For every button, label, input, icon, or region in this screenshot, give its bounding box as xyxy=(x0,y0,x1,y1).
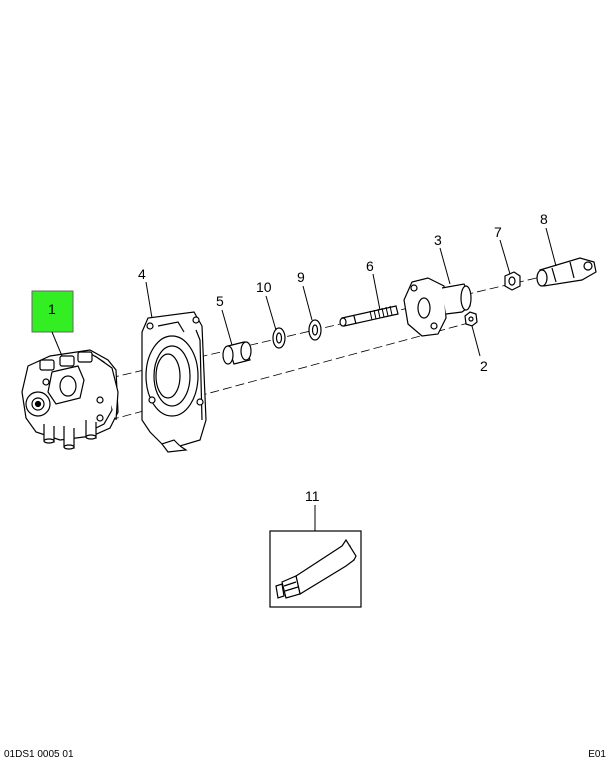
callout-label-10: 10 xyxy=(256,279,272,295)
callout-label-7: 7 xyxy=(494,224,502,240)
part-7-nut[interactable] xyxy=(504,271,521,291)
callout-label-9: 9 xyxy=(297,269,305,285)
part-8-clevis[interactable] xyxy=(536,257,597,287)
part-3-bracket[interactable] xyxy=(403,277,472,337)
leader-lines xyxy=(51,227,557,531)
callout-label-6: 6 xyxy=(366,258,374,274)
part-9-washer[interactable] xyxy=(308,319,322,341)
part-2-nut[interactable] xyxy=(464,311,478,327)
callout-label-11: 11 xyxy=(305,488,320,504)
part-6-shaft[interactable] xyxy=(339,305,399,327)
footer-right-code: E01 xyxy=(588,749,606,760)
callout-label-2: 2 xyxy=(480,358,488,374)
callout-label-1: 1 xyxy=(48,301,56,317)
footer-left-code: 01DS1 0005 01 xyxy=(4,749,74,760)
callout-label-3: 3 xyxy=(434,232,442,248)
part-5-bushing[interactable] xyxy=(222,341,252,365)
callout-label-8: 8 xyxy=(540,211,548,227)
part-10-washer[interactable] xyxy=(272,327,286,349)
callout-label-5: 5 xyxy=(216,293,224,309)
part-4-flange-plate[interactable] xyxy=(141,311,207,453)
part-1-pump[interactable] xyxy=(21,349,119,450)
callout-label-4: 4 xyxy=(138,266,146,282)
part-11-grease-tube[interactable] xyxy=(269,530,362,608)
assembly-centerlines xyxy=(109,275,546,421)
